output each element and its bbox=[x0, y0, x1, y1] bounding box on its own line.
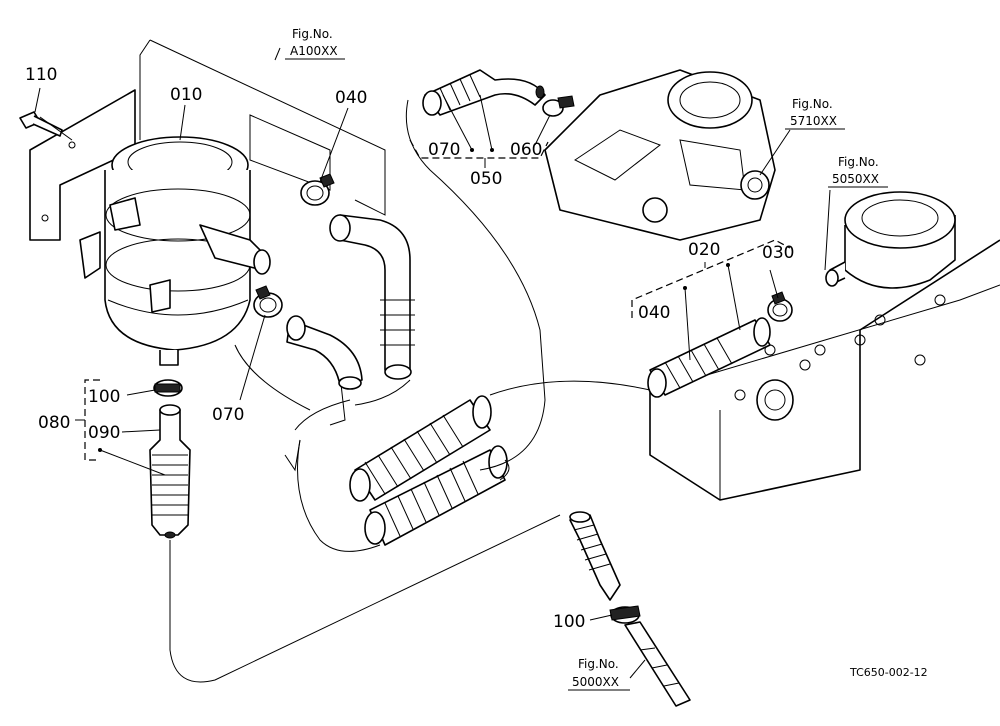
corrugated-hose-center-upper bbox=[349, 395, 492, 502]
figref-5000-title: Fig.No. bbox=[578, 657, 619, 671]
bolt-110 bbox=[19, 111, 73, 141]
clamp-030 bbox=[767, 291, 793, 322]
figure-references: Fig.No. A100XX Fig.No. 5710XX Fig.No. 50… bbox=[285, 27, 888, 691]
breather-cap bbox=[825, 191, 956, 289]
clamp-100-upper bbox=[153, 379, 183, 397]
label-060: 060 bbox=[510, 140, 542, 160]
label-010: 010 bbox=[170, 85, 202, 105]
figref-5050-title: Fig.No. bbox=[838, 155, 879, 169]
label-070-lower: 070 bbox=[212, 405, 244, 425]
hose-070-lower-left bbox=[286, 315, 363, 390]
label-020: 020 bbox=[688, 240, 720, 260]
oil-separator-010 bbox=[79, 136, 271, 366]
drawing-code: TC650-002-12 bbox=[849, 666, 928, 679]
hose-040-right bbox=[647, 317, 771, 398]
figref-5710-title: Fig.No. bbox=[792, 97, 833, 111]
leader-lines bbox=[34, 47, 831, 679]
figref-5710-number: 5710XX bbox=[790, 114, 837, 128]
pipe-5000 bbox=[624, 621, 691, 707]
hose-070-upper bbox=[422, 69, 546, 116]
label-110: 110 bbox=[25, 65, 57, 85]
drain-hose-lower bbox=[569, 511, 621, 601]
throttle-body bbox=[544, 69, 776, 241]
figref-5050-number: 5050XX bbox=[832, 172, 879, 186]
group-bracket-020 bbox=[631, 239, 791, 318]
part-labels: 110 010 040 070 060 050 020 030 040 100 … bbox=[25, 65, 794, 632]
figref-a100-title: Fig.No. bbox=[292, 27, 333, 41]
label-100-lower: 100 bbox=[553, 612, 585, 632]
label-040-upper: 040 bbox=[335, 88, 367, 108]
routing-lines bbox=[169, 99, 651, 683]
label-080: 080 bbox=[38, 413, 70, 433]
group-bracket-050 bbox=[409, 139, 549, 168]
engine-head bbox=[649, 239, 1000, 501]
group-bracket-080 bbox=[75, 379, 100, 461]
label-100-upper: 100 bbox=[88, 387, 120, 407]
hose-070-upper-left bbox=[329, 214, 415, 380]
label-030: 030 bbox=[762, 243, 794, 263]
label-090: 090 bbox=[88, 423, 120, 443]
corrugated-hose-center-lower bbox=[364, 445, 508, 546]
mounting-bracket bbox=[29, 39, 386, 426]
label-050: 050 bbox=[470, 169, 502, 189]
figref-a100-number: A100XX bbox=[290, 44, 338, 58]
drain-hose-090 bbox=[149, 404, 191, 539]
figref-5000-number: 5000XX bbox=[572, 675, 619, 689]
clamp-100-lower bbox=[609, 605, 641, 624]
clamp-060 bbox=[542, 95, 575, 117]
label-070-upper: 070 bbox=[428, 140, 460, 160]
label-040-right: 040 bbox=[638, 303, 670, 323]
clamp-070 bbox=[253, 285, 283, 318]
clamp-040-upper bbox=[300, 173, 335, 206]
